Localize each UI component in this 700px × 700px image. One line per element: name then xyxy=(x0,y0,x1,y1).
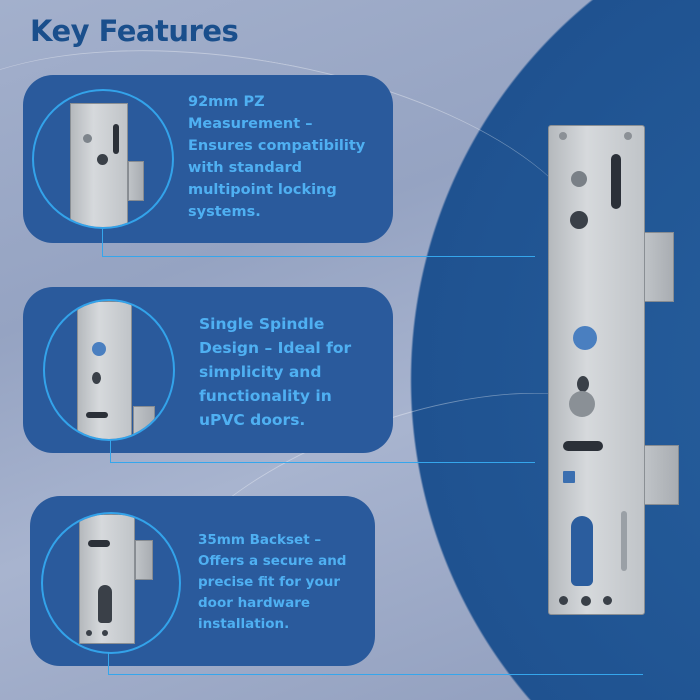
connector-line xyxy=(108,674,643,675)
latch-tab xyxy=(128,161,144,201)
page-title: Key Features xyxy=(30,14,239,48)
lock-detail-image xyxy=(77,301,132,439)
hole xyxy=(603,596,612,605)
latch-tab xyxy=(135,540,153,580)
feature-card-spindle: Single Spindle Design – Ideal for simpli… xyxy=(23,287,393,453)
latch-tab xyxy=(644,232,674,302)
lock-detail-image xyxy=(79,514,135,644)
slot xyxy=(621,511,627,571)
rivet xyxy=(83,134,92,143)
slot xyxy=(563,441,603,451)
hole xyxy=(102,630,108,636)
deadbolt-tab xyxy=(644,445,679,505)
rivet xyxy=(571,171,587,187)
feature-image-ring xyxy=(41,512,181,654)
lock-faceplate xyxy=(548,125,645,615)
connector-line xyxy=(108,652,109,674)
rivet xyxy=(559,132,567,140)
connector-line xyxy=(110,462,535,463)
slot xyxy=(113,124,119,154)
spindle-hole xyxy=(92,342,106,356)
cylinder-hole xyxy=(571,516,593,586)
feature-text: Single Spindle Design – Ideal for simpli… xyxy=(199,315,352,429)
feature-card-pz: 92mm PZ Measurement – Ensures compatibil… xyxy=(23,75,393,243)
window xyxy=(563,471,575,483)
feature-text: 92mm PZ Measurement – Ensures compatibil… xyxy=(188,94,366,220)
slot xyxy=(611,154,621,209)
feature-image-ring xyxy=(43,299,175,441)
rivet xyxy=(624,132,632,140)
slot xyxy=(88,540,110,547)
slot xyxy=(86,412,108,418)
spindle-hole xyxy=(97,154,108,165)
hole xyxy=(577,376,589,392)
feature-text: 35mm Backset – Offers a secure and preci… xyxy=(198,532,347,632)
hole xyxy=(559,596,568,605)
hole xyxy=(86,630,92,636)
hole xyxy=(570,211,588,229)
latch-tab xyxy=(133,406,155,436)
spindle-hole xyxy=(573,326,597,350)
connector-line xyxy=(110,440,111,462)
lock-detail-image xyxy=(70,103,128,227)
connector-line xyxy=(102,256,535,257)
connector-line xyxy=(102,229,103,256)
feature-card-backset: 35mm Backset – Offers a secure and preci… xyxy=(30,496,375,666)
rivet xyxy=(569,391,595,417)
hole xyxy=(92,372,101,384)
cylinder-hole xyxy=(98,585,112,623)
feature-image-ring xyxy=(32,89,174,229)
hole xyxy=(581,596,591,606)
